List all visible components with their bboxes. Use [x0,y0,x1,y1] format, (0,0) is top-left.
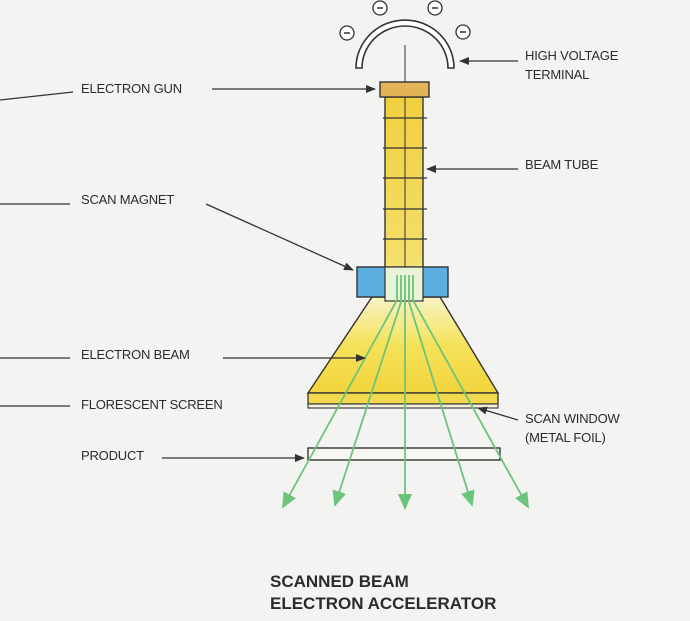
label-scan-window-line1: SCAN WINDOW [525,411,621,426]
negative-charges [339,0,471,41]
leader-line [0,91,74,101]
beam-arrow [412,275,529,509]
arrow-scan-magnet [205,203,354,271]
scan-window [307,403,499,409]
electron-beams [282,275,529,510]
beam-arrow [282,275,398,509]
product [307,447,501,461]
label-electron-beam: ELECTRON BEAM [81,347,190,362]
label-high-voltage-line2: TERMINAL [525,67,589,82]
label-beam-tube: BEAM TUBE [525,157,599,172]
title-line1: SCANNED BEAM [270,572,409,591]
arrow-scan-window [477,406,519,421]
electron-gun [379,81,430,98]
scan-magnet [356,266,449,302]
beam-arrow [332,275,402,507]
label-florescent-screen: FLORESCENT SCREEN [81,397,223,412]
negative-charge-icon [455,24,471,40]
label-product: PRODUCT [81,448,144,463]
label-high-voltage-line1: HIGH VOLTAGE [525,48,619,63]
title-line2: ELECTRON ACCELERATOR [270,594,496,613]
negative-charge-icon [339,25,355,41]
negative-charge-icon [427,0,443,16]
label-electron-gun: ELECTRON GUN [81,81,182,96]
label-scan-magnet: SCAN MAGNET [81,192,174,207]
florescent-screen-cone [306,296,500,409]
label-scan-window-line2: (METAL FOIL) [525,430,606,445]
negative-charge-icon [372,0,388,16]
beam-arrow [408,275,475,507]
high-voltage-terminal [355,19,455,69]
